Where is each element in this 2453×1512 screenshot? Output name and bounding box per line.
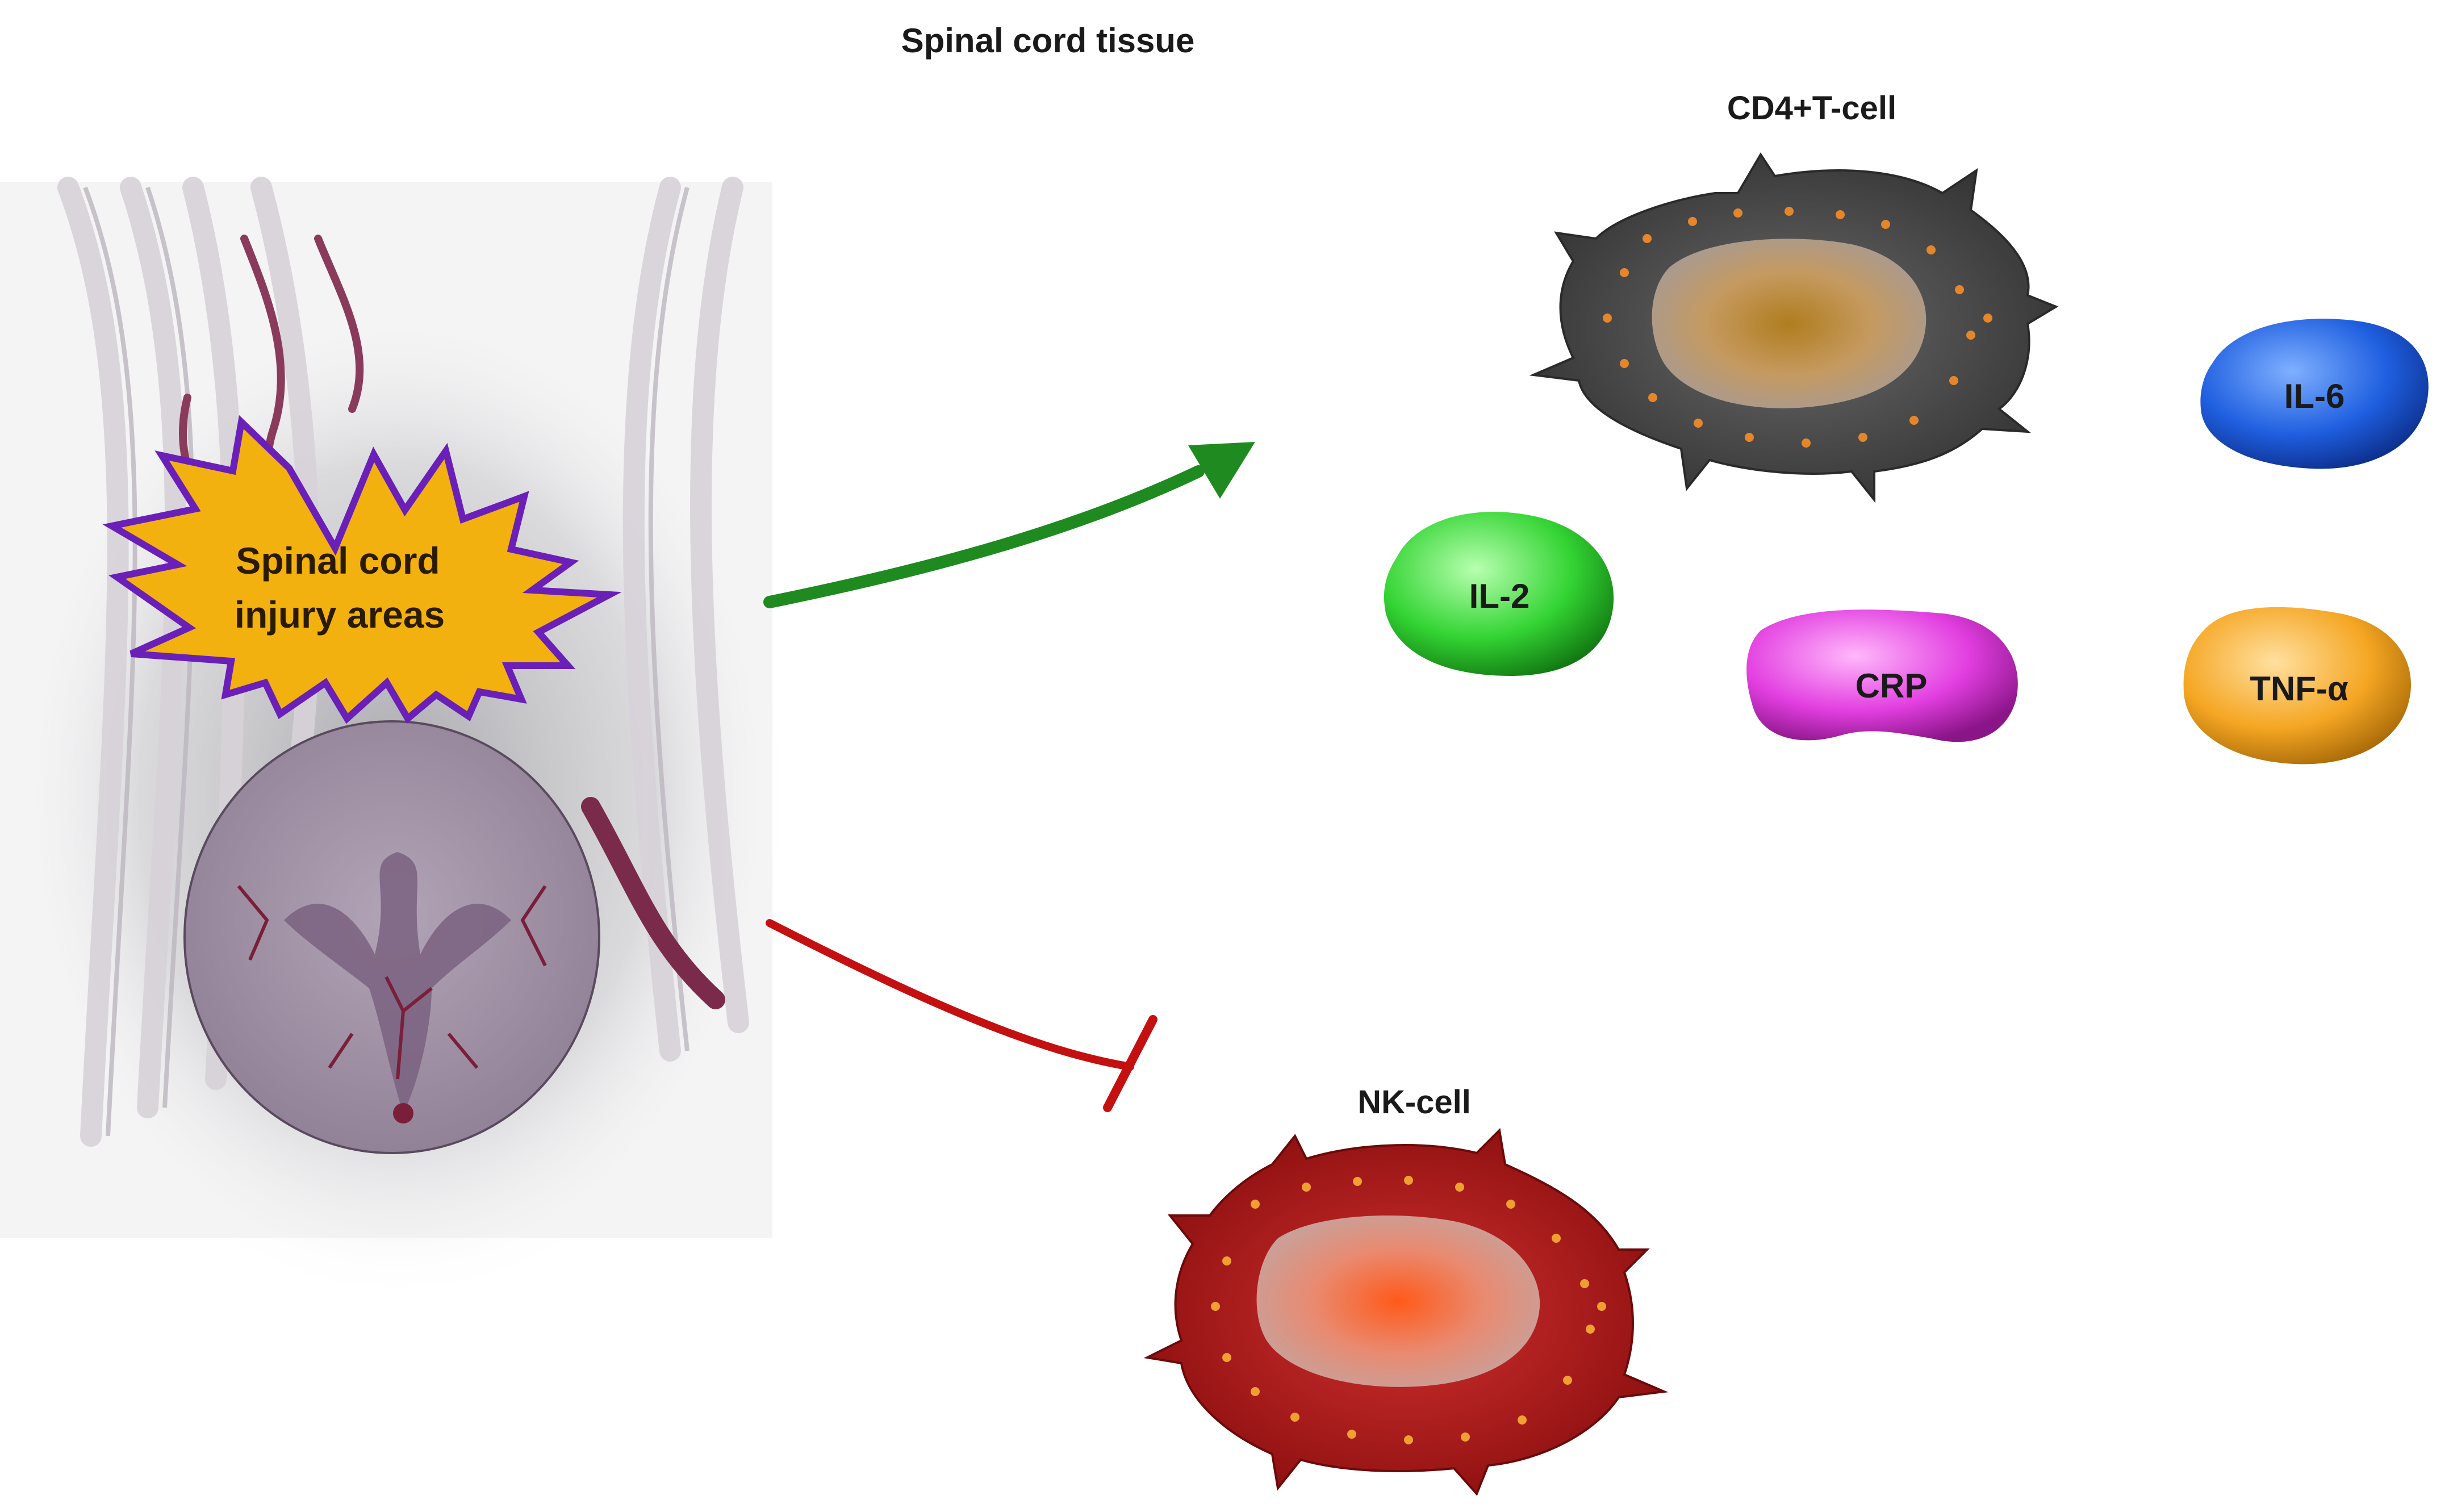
diagram-title: Spinal cord tissue [901, 22, 1195, 60]
spinal-cord-illustration [0, 177, 795, 1306]
il-2-molecule: IL-2 [1384, 512, 1614, 676]
il-2-label: IL-2 [1469, 577, 1530, 615]
activation-arrow [763, 442, 1255, 608]
tnf-alpha-molecule: TNF-α [2183, 607, 2411, 765]
inhibition-arrow [766, 919, 1157, 1112]
arrow-head-icon [1188, 442, 1255, 499]
crp-molecule: CRP [1746, 609, 2018, 742]
il-6-molecule: IL-6 [2200, 319, 2429, 469]
injury-label-line2: injury areas [235, 594, 445, 636]
cd4-t-cell: CD4+T-cell [1529, 90, 2059, 503]
il-6-label: IL-6 [2284, 377, 2345, 415]
crp-label: CRP [1856, 667, 1928, 705]
nk-cell: NK-cell [1143, 1084, 1669, 1496]
injury-area-burst: Spinal cord injury areas [102, 415, 622, 724]
tnf-alpha-label: TNF-α [2250, 670, 2348, 708]
t-bar-inhibition-icon [1103, 1015, 1157, 1112]
injury-label-line1: Spinal cord [236, 540, 440, 582]
nk-cell-label: NK-cell [1357, 1084, 1471, 1121]
cd4-t-cell-label: CD4+T-cell [1727, 90, 1896, 127]
